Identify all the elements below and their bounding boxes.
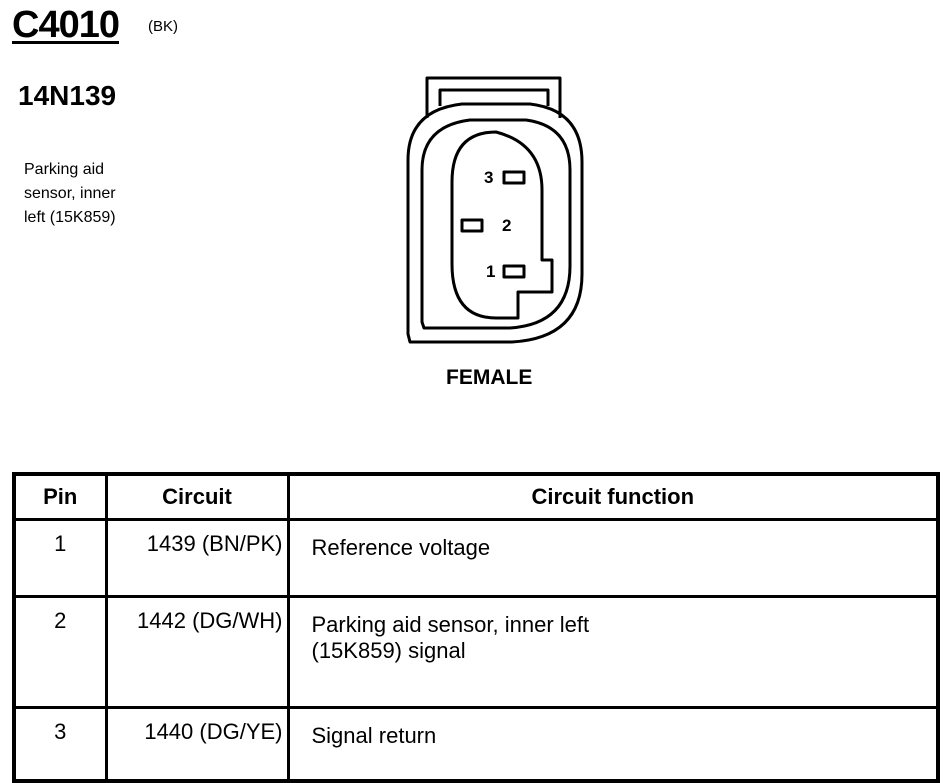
circuit-function-cell: Parking aid sensor, inner left (15K859) … bbox=[286, 595, 940, 709]
pin-2-label: 2 bbox=[502, 216, 511, 235]
description-line: Parking aid bbox=[24, 161, 105, 178]
pin-column-header: Pin bbox=[12, 472, 108, 521]
pin-1-label: 1 bbox=[486, 262, 495, 281]
locking-tab bbox=[425, 76, 562, 118]
circuit-function-line: Signal return bbox=[311, 723, 437, 748]
description-line: left (15K859) bbox=[24, 209, 116, 226]
circuit-function-cell: Signal return bbox=[286, 706, 940, 783]
connector-housing-outer bbox=[406, 102, 584, 344]
circuit-function-line: (15K859) signal bbox=[311, 638, 466, 663]
table-row: 1 1439 (BN/PK) Reference voltage bbox=[12, 518, 940, 598]
circuit-function-line: Reference voltage bbox=[311, 535, 491, 560]
locking-tab-inner bbox=[438, 88, 550, 106]
circuit-function-cell: Reference voltage bbox=[286, 518, 940, 598]
terminal-cavity bbox=[450, 130, 554, 320]
pin-table: Pin Circuit Circuit function 1 1439 (BN/… bbox=[12, 472, 940, 783]
table-row: 3 1440 (DG/YE) Signal return bbox=[12, 706, 940, 783]
pin-3-label: 3 bbox=[484, 168, 493, 187]
connector-description: Parking aid sensor, inner left (15K859) bbox=[24, 158, 154, 230]
part-number: 14N139 bbox=[18, 80, 117, 111]
pin-number-cell: 2 bbox=[12, 595, 108, 709]
pin-3-terminal bbox=[502, 170, 526, 185]
pin-table-header-row: Pin Circuit Circuit function bbox=[12, 472, 940, 521]
circuit-cell: 1439 (BN/PK) bbox=[104, 518, 290, 598]
description-line: sensor, inner bbox=[24, 185, 116, 202]
connector-gender-label: FEMALE bbox=[446, 366, 533, 389]
table-row: 2 1442 (DG/WH) Parking aid sensor, inner… bbox=[12, 595, 940, 709]
connector-face-diagram: 3 2 1 bbox=[406, 76, 584, 344]
pin-number-cell: 3 bbox=[12, 706, 108, 783]
circuit-column-header: Circuit bbox=[104, 472, 290, 521]
circuit-function-line: Parking aid sensor, inner left bbox=[311, 612, 590, 637]
connector-housing-inner bbox=[420, 118, 572, 330]
circuit-cell: 1440 (DG/YE) bbox=[104, 706, 290, 783]
pin-2-terminal bbox=[460, 218, 484, 233]
pin-number-cell: 1 bbox=[12, 518, 108, 598]
circuit-function-column-header: Circuit function bbox=[286, 472, 940, 521]
circuit-cell: 1442 (DG/WH) bbox=[104, 595, 290, 709]
connector-color-code: (BK) bbox=[148, 18, 178, 35]
connector-id: C4010 bbox=[12, 4, 120, 46]
pin-1-terminal bbox=[502, 264, 526, 279]
